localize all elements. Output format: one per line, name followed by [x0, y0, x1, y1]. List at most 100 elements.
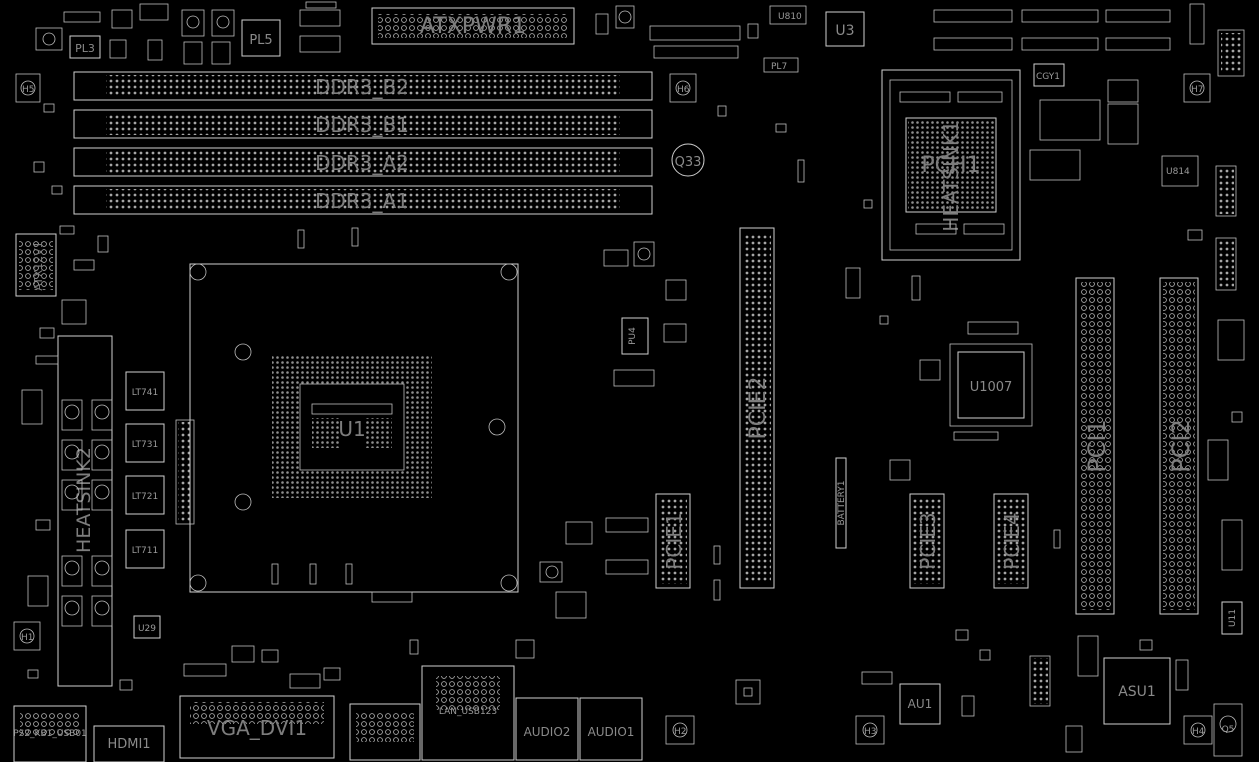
- vrm2-parts: [603, 241, 687, 387]
- svg-text:ATXPWR1: ATXPWR1: [420, 14, 526, 39]
- svg-text:AUDIO2: AUDIO2: [524, 725, 571, 739]
- svg-text:PU4: PU4: [628, 327, 638, 345]
- mount-hole-h5[interactable]: H5: [15, 73, 41, 103]
- inductor-lt741[interactable]: LT741: [125, 371, 165, 411]
- pch-heatsink-label: HEATSINK1: [939, 120, 963, 231]
- svg-text:U11: U11: [1228, 609, 1238, 627]
- cpu-socket-u1[interactable]: U1: [189, 263, 519, 593]
- dimm-slot-ddr3-a2[interactable]: DDR3_A2: [73, 147, 653, 177]
- svg-text:PCH1: PCH1: [921, 153, 980, 178]
- slot-pcie1[interactable]: PCIE1: [655, 493, 691, 589]
- battery-holder[interactable]: BATTERY1: [835, 457, 847, 549]
- audio2-jack[interactable]: AUDIO2: [515, 697, 579, 761]
- svg-text:U810: U810: [778, 12, 802, 22]
- mount-hole-h3[interactable]: H3: [855, 715, 885, 745]
- chip-au1[interactable]: AU1: [899, 683, 941, 725]
- dimm-slot-ddr3-b1[interactable]: DDR3_B1: [73, 109, 653, 139]
- cpu-socket-lower-parts: [271, 227, 413, 603]
- svg-text:LT721: LT721: [132, 492, 158, 502]
- svg-text:ASU1: ASU1: [1118, 684, 1156, 700]
- ps2-usb-connector[interactable]: PS2_KB1_USB01: [13, 705, 87, 762]
- svg-text:BATTERY1: BATTERY1: [837, 480, 847, 525]
- vrm-heatsink-outline: [57, 335, 113, 687]
- mount-hole-h2[interactable]: H2: [665, 715, 695, 745]
- top-middle-parts: U810 PL7: [595, 5, 807, 73]
- top-left-parts: [35, 1, 341, 65]
- svg-text:PL7: PL7: [771, 62, 787, 72]
- lower-mid-parts: [409, 517, 649, 659]
- mount-hole-h1[interactable]: H1: [13, 621, 41, 651]
- svg-text:CGY1: CGY1: [1036, 72, 1060, 82]
- chip-u3[interactable]: U3: [825, 11, 865, 47]
- svg-text:PCI2: PCI2: [1167, 419, 1195, 473]
- pch-surroundings: [899, 91, 1101, 235]
- au1-surroundings: [735, 655, 1083, 753]
- chip-u29[interactable]: U29: [133, 615, 161, 639]
- svg-text:PCIE4: PCIE4: [1000, 512, 1024, 569]
- vga-dvi-connector[interactable]: VGA_DVI1: [179, 695, 335, 759]
- svg-text:H1: H1: [21, 633, 34, 643]
- chip-u1007[interactable]: U1007: [949, 343, 1033, 427]
- svg-text:PCIE1: PCIE1: [662, 512, 686, 569]
- svg-text:Q33: Q33: [675, 155, 702, 170]
- svg-text:HDMI1: HDMI1: [107, 737, 150, 752]
- svg-text:PCIE2: PCIE2: [746, 376, 771, 439]
- pch-heatsink-outline: [881, 69, 1021, 261]
- svg-text:H3: H3: [864, 727, 877, 737]
- slot-pcie3[interactable]: PCIE3: [909, 493, 945, 589]
- lan-usb-connector[interactable]: LAN_USB123: [421, 665, 515, 761]
- slot-pci2[interactable]: PCI2: [1159, 277, 1199, 615]
- svg-text:H4: H4: [1192, 727, 1205, 737]
- chip-u11[interactable]: U11: [1221, 601, 1243, 635]
- mount-hole-h4[interactable]: H4: [1183, 715, 1213, 745]
- svg-text:DDR3_A1: DDR3_A1: [315, 189, 409, 213]
- svg-text:H7: H7: [1191, 85, 1204, 95]
- inductor-pl5[interactable]: PL5: [241, 19, 281, 57]
- svg-text:PL5: PL5: [249, 33, 272, 48]
- svg-text:U29: U29: [138, 624, 156, 634]
- inductor-pl3[interactable]: PL3: [69, 35, 101, 59]
- svg-text:LT731: LT731: [132, 440, 158, 450]
- mount-hole-h6[interactable]: H6: [669, 73, 697, 103]
- chip-asu1[interactable]: ASU1: [1103, 657, 1171, 725]
- svg-text:U814: U814: [1166, 167, 1190, 177]
- crystal-cgy1[interactable]: CGY1: [1033, 63, 1065, 87]
- svg-text:DDR3_B1: DDR3_B1: [315, 113, 409, 137]
- inductor-lt711[interactable]: LT711: [125, 529, 165, 569]
- dimm-slot-ddr3-a1[interactable]: DDR3_A1: [73, 185, 653, 215]
- vrm-mosfets: [21, 299, 113, 627]
- mount-hole-h7[interactable]: H7: [1183, 73, 1211, 103]
- slot-pcie4[interactable]: PCIE4: [993, 493, 1029, 589]
- svg-text:H2: H2: [674, 727, 687, 737]
- audio1-jack[interactable]: AUDIO1: [579, 697, 643, 761]
- svg-text:DDR3_B2: DDR3_B2: [315, 75, 409, 99]
- asu1-surroundings: Q5: [1077, 635, 1243, 757]
- chip-pch1[interactable]: PCH1: [905, 117, 997, 213]
- vrm-heatsink-label: HEATSINK2: [73, 447, 95, 553]
- svg-text:AUDIO1: AUDIO1: [588, 725, 635, 739]
- svg-text:ATX12V1: ATX12V1: [32, 241, 45, 290]
- svg-text:U3: U3: [835, 23, 854, 39]
- svg-text:Q5: Q5: [1222, 725, 1235, 735]
- svg-text:LT711: LT711: [132, 546, 158, 556]
- svg-text:H5: H5: [22, 85, 35, 95]
- dimm-slot-ddr3-b2[interactable]: DDR3_B2: [73, 71, 653, 101]
- atx12v-connector[interactable]: ATX12V1: [15, 233, 57, 297]
- slot-pcie2[interactable]: PCIE2: [739, 227, 775, 589]
- svg-text:LAN_USB123: LAN_USB123: [439, 707, 497, 717]
- chip-pu4[interactable]: PU4: [621, 317, 649, 355]
- hdmi-connector[interactable]: HDMI1: [93, 725, 165, 762]
- inductor-lt731[interactable]: LT731: [125, 423, 165, 463]
- transistor-q33[interactable]: Q33: [671, 143, 705, 177]
- usb-stack-connector: [349, 703, 421, 761]
- svg-text:PCI1: PCI1: [1083, 419, 1111, 473]
- right-side-parts: U814: [1107, 79, 1245, 571]
- slot-pci1[interactable]: PCI1: [1075, 277, 1115, 615]
- svg-text:U1: U1: [338, 417, 365, 441]
- svg-text:AU1: AU1: [908, 697, 933, 711]
- inductor-lt721[interactable]: LT721: [125, 475, 165, 515]
- atx-power-connector[interactable]: ATXPWR1: [371, 7, 575, 45]
- svg-text:PS2_KB1_USB01: PS2_KB1_USB01: [13, 729, 87, 739]
- svg-text:PCIE3: PCIE3: [916, 512, 940, 569]
